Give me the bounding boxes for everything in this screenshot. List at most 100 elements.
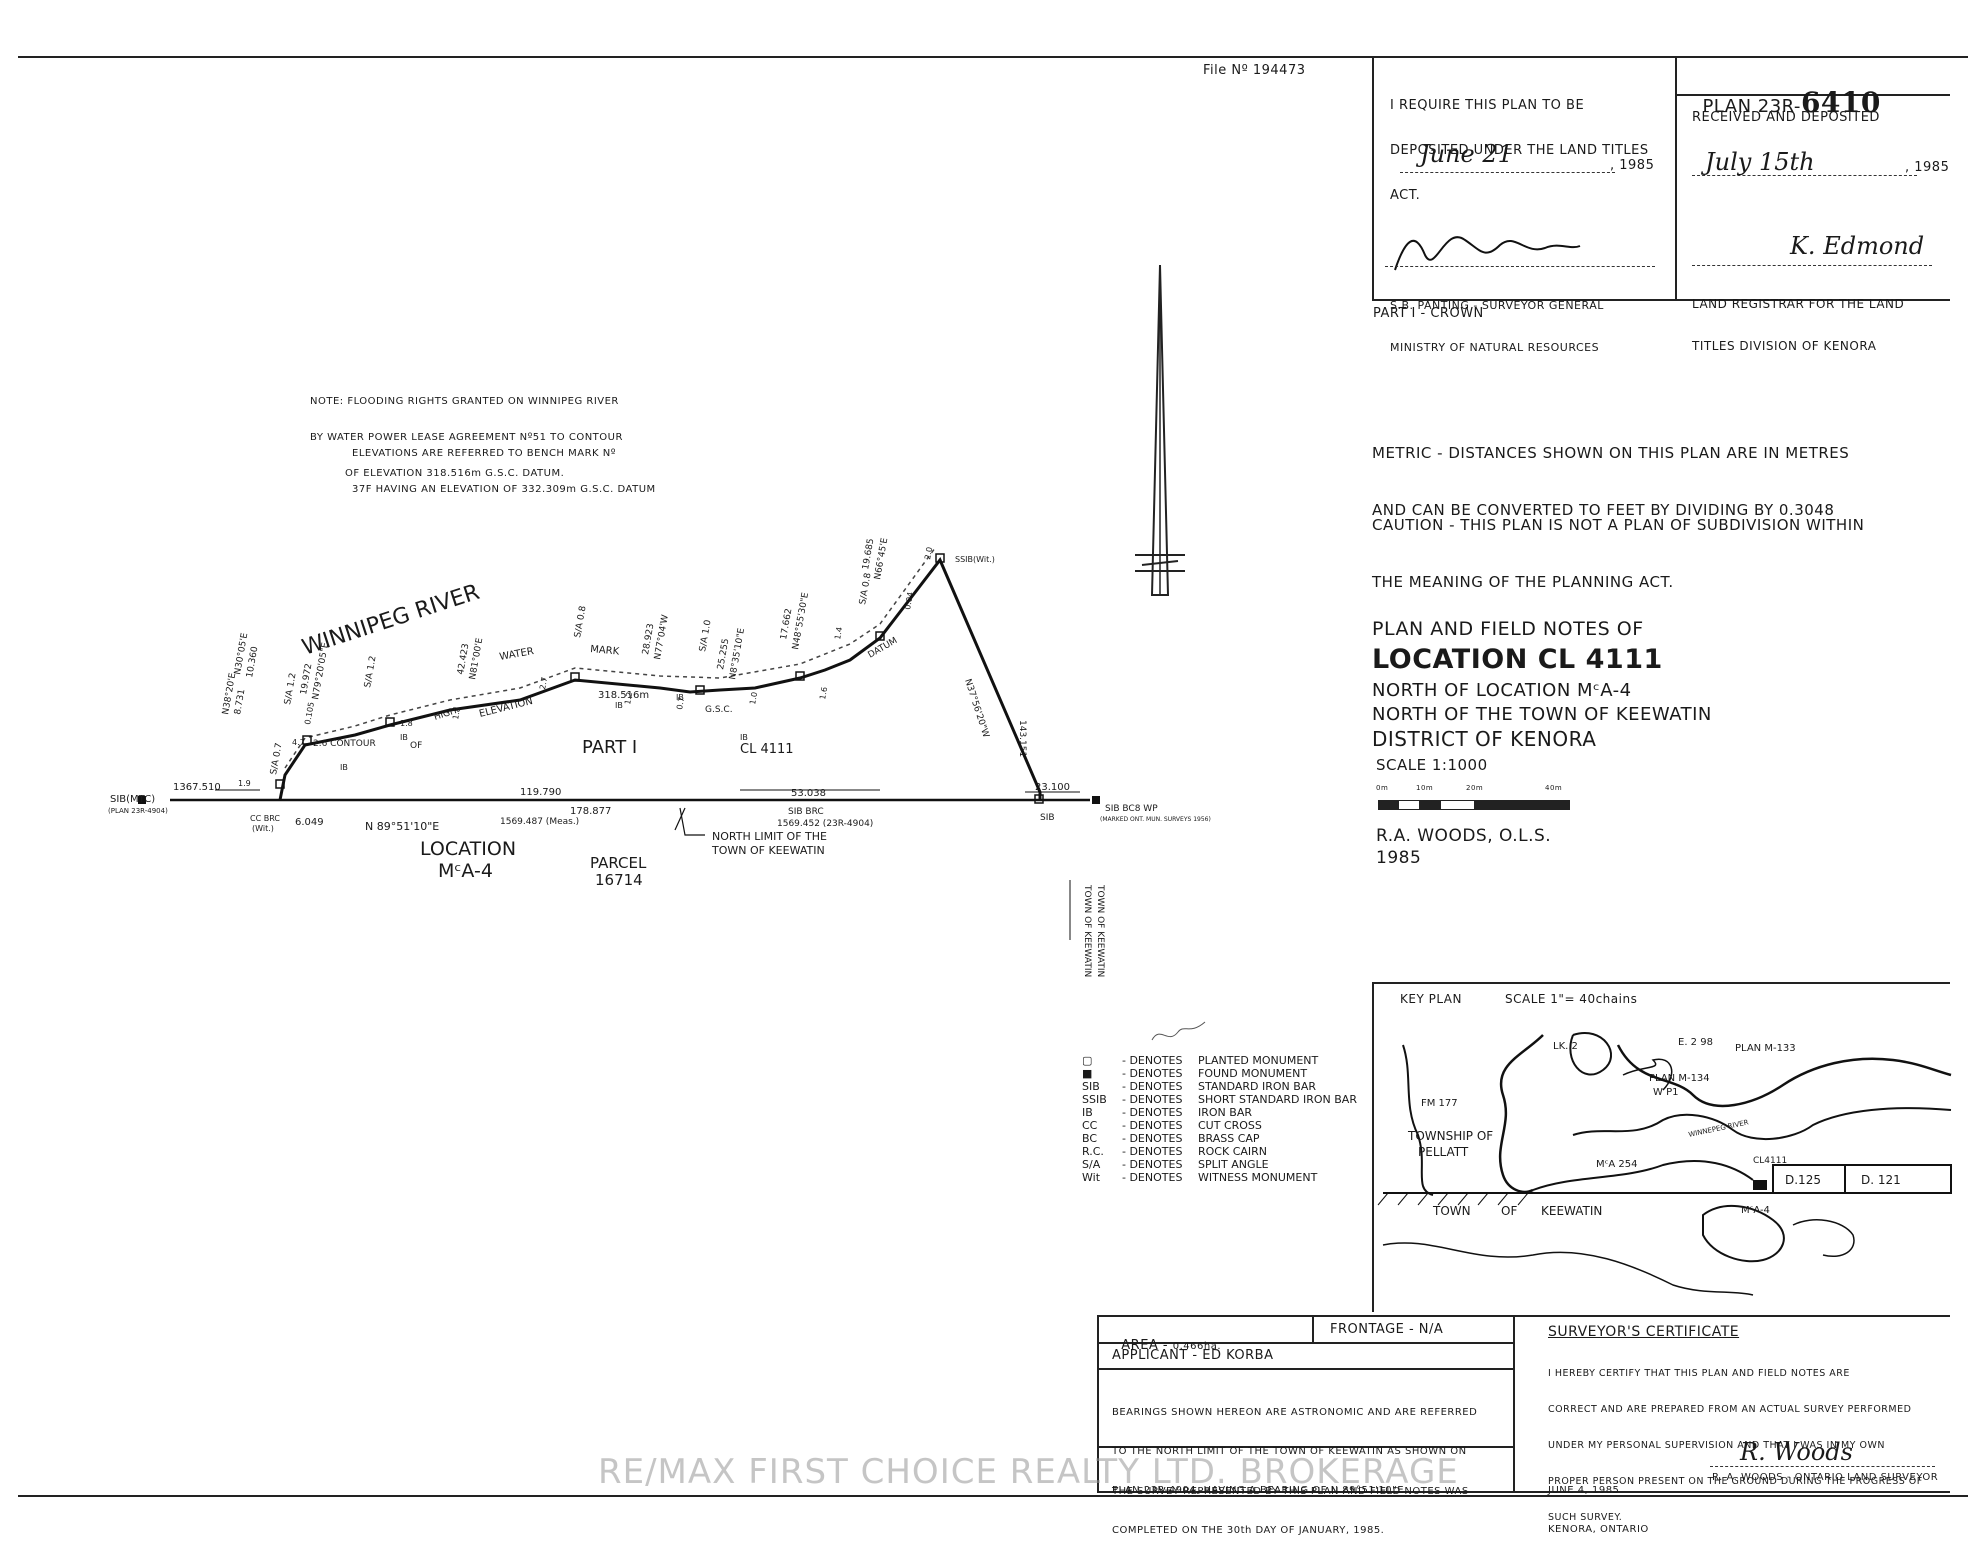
dim-23100: 23.100 [1035, 782, 1070, 793]
plan-prefix: PLAN 23R- [1702, 95, 1801, 117]
ccbrc-label: CC BRC [250, 814, 280, 823]
ib-label-5: IB [340, 763, 348, 772]
key-e298: E. 2 98 [1678, 1037, 1713, 1048]
sa-12-label: S/A 1.2 [363, 655, 378, 688]
received-deposited: RECEIVED AND DEPOSITED [1692, 110, 1880, 125]
bearing-base: N 89°51'10"E [365, 820, 439, 833]
sib-mtc-label: SIB(MTC) [110, 794, 155, 805]
scale-bar-label-40: 40m [1545, 784, 1563, 792]
deposit-date-handwritten: June 21 [1420, 140, 1513, 168]
applicant-label: APPLICANT - ED KORBA [1112, 1348, 1274, 1363]
found-monument-east [1092, 796, 1100, 804]
area-divider [1312, 1316, 1314, 1342]
bearing-9: N37°56'20"W [962, 678, 990, 739]
small-dim-f: 1.6 [818, 686, 829, 700]
key-planm133: PLAN M-133 [1735, 1043, 1796, 1054]
received-date-handwritten: July 15th [1705, 148, 1815, 176]
key-township: TOWNSHIP OF [1407, 1129, 1493, 1143]
dim-6049: 6.049 [295, 817, 324, 828]
surveyor-general-signature [1394, 236, 1581, 271]
cl-label: CL 4111 [740, 742, 794, 757]
ccbrc-wit-label: (Wit.) [252, 824, 274, 833]
dim-1367: 1367.510 [173, 782, 221, 793]
deposit-signer: S.B. PANTING - SURVEYOR GENERAL MINISTRY… [1390, 299, 1604, 354]
elevation-label: ELEVATION [478, 696, 534, 720]
ib-label-2: IB [615, 701, 623, 710]
length-7: 17.662 [779, 608, 794, 641]
key-ma4: MᶜA-4 [1741, 1205, 1770, 1216]
sib-bc-marked-label: (MARKED ONT. MUN. SURVEYS 1956) [1100, 816, 1211, 823]
small-dim-a: 1.8 [451, 706, 462, 720]
small-dim-b: 2.7 [538, 676, 549, 690]
scale-bar-label-0: 0m [1376, 784, 1389, 792]
key-plan-map: LK. 2 E. 2 98 PLAN M-133 PLAN M-134 W P1… [1377, 1032, 1952, 1296]
sa-08-label: S/A 0.8 [573, 605, 588, 639]
key-cl4111: CL4111 [1753, 1156, 1787, 1166]
of-label: OF [410, 741, 422, 751]
metric-note: METRIC - DISTANCES SHOWN ON THIS PLAN AR… [1372, 444, 1850, 519]
sa-08b-label: S/A 0.8 [858, 572, 873, 606]
dim-19: 1.9 [238, 779, 251, 788]
key-plan-box [1372, 982, 1950, 1312]
location-label: LOCATION [420, 838, 516, 860]
gsc-label: G.S.C. [705, 705, 733, 715]
bearing-6: N8°35'10"E [728, 627, 747, 680]
title-line3: NORTH OF LOCATION MᶜA-4 [1372, 680, 1632, 701]
area-rule-2 [1098, 1368, 1514, 1370]
area-label: AREA - 0.466ha. [1121, 1337, 1222, 1353]
key-lk2: LK. 2 [1553, 1041, 1578, 1052]
bearing-7: N48°55'30"E [791, 591, 811, 650]
ib-label-4: IB [740, 733, 748, 742]
bearing-5: N77°04'W [653, 614, 671, 661]
town-vertical-1: TOWN OF KEEWATIN [1082, 884, 1092, 977]
title-line1: PLAN AND FIELD NOTES OF [1372, 618, 1644, 640]
small-dim-c: 1.2 [623, 691, 634, 705]
area-rule-3 [1098, 1446, 1514, 1448]
key-pellatt: PELLATT [1418, 1145, 1469, 1159]
pencil-mark [1151, 1021, 1206, 1041]
location-ma4-label: MᶜA-4 [438, 860, 493, 882]
key-of: OF [1501, 1204, 1517, 1218]
deposit-signature-line [1385, 266, 1655, 267]
key-d125: D.125 [1785, 1173, 1821, 1187]
title-scale: SCALE 1:1000 [1376, 756, 1488, 774]
small-dim-i: 2.0 [923, 546, 934, 560]
sib-east-label: SIB [1040, 813, 1055, 823]
bearing-4: N81°00'E [468, 637, 485, 681]
received-date-line [1692, 175, 1917, 176]
certificate-title: SURVEYOR'S CERTIFICATE [1548, 1324, 1740, 1340]
small-dim-d: 0.7 [675, 696, 686, 710]
certificate-text: I HEREBY CERTIFY THAT THIS PLAN AND FIEL… [1548, 1368, 1923, 1523]
survey-completed-note: THE SURVEY REPRESENTED BY THIS PLAN AND … [1112, 1486, 1469, 1536]
sib-mtc-plan-label: (PLAN 23R-4904) [108, 807, 168, 815]
north-limit-label: NORTH LIMIT OF THE [712, 830, 827, 843]
registrar-signature-line [1692, 265, 1932, 266]
registrar-signature: K. Edmond [1790, 232, 1925, 260]
plan-number: 6410 [1800, 85, 1881, 119]
certificate-signature-line [1710, 1466, 1935, 1467]
sa-12b-label: S/A 1.2 [283, 672, 298, 705]
small-dim-18: 1.8 [400, 719, 413, 728]
dim-1569-plan: 1569.452 (23R-4904) [777, 819, 873, 829]
title-year: 1985 [1376, 848, 1422, 868]
scale-bar-label-20: 20m [1466, 784, 1484, 792]
file-number: File Nº 194473 [1203, 63, 1306, 78]
key-plan-scale: SCALE 1"= 40chains [1505, 992, 1638, 1006]
plan-box-rule [1676, 94, 1950, 96]
received-year: , 1985 [1905, 160, 1950, 175]
key-keewatin: KEEWATIN [1541, 1204, 1602, 1218]
title-line4: NORTH OF THE TOWN OF KEEWATIN [1372, 704, 1712, 725]
certificate-signer: R. A. WOODS - ONTARIO LAND SURVEYOR [1712, 1472, 1939, 1483]
length-2: 8.731 [233, 688, 247, 715]
length-6: 25.255 [716, 638, 731, 671]
dim-1569-meas: 1569.487 (Meas.) [500, 817, 579, 827]
mark-label: MARK [590, 644, 620, 658]
parcel-number-label: 16714 [595, 871, 643, 889]
